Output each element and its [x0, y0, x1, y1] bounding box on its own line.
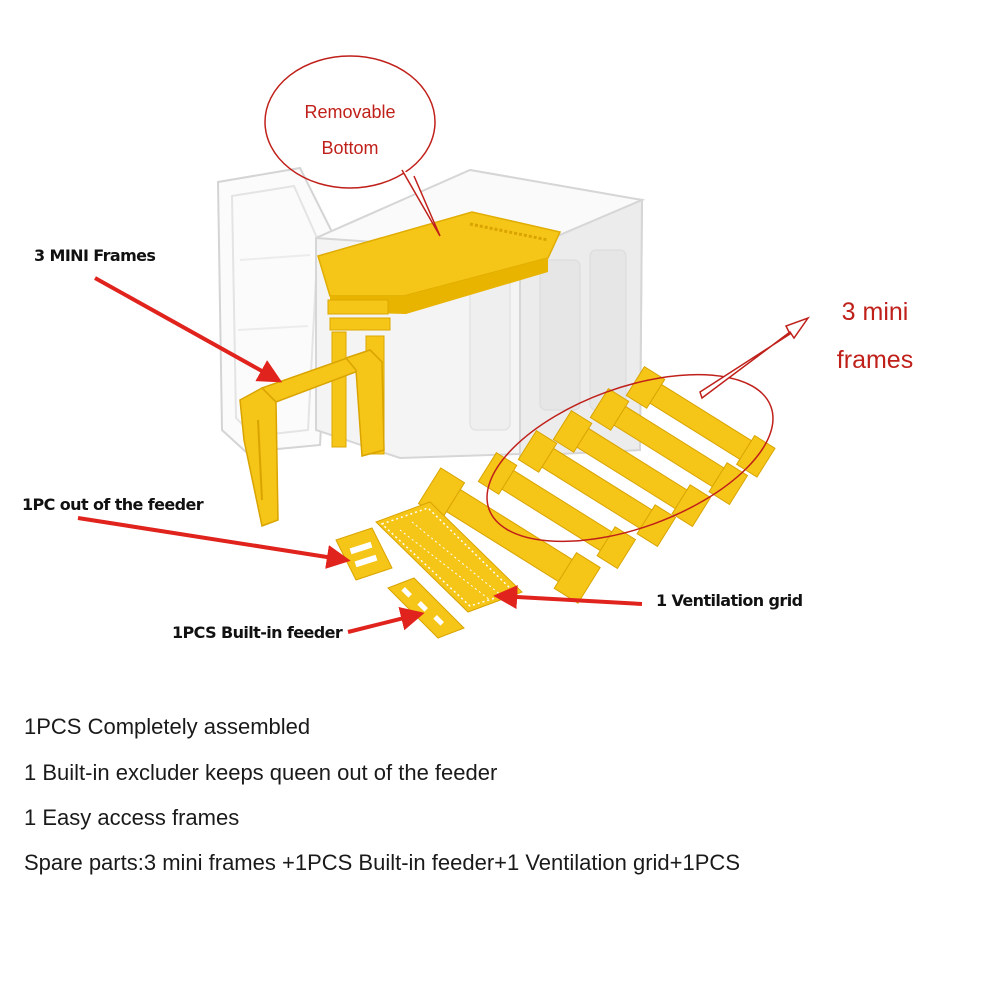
removable-bottom-label: Removable Bottom	[285, 94, 415, 166]
spec-line-spare-parts: Spare parts:3 mini frames +1PCS Built-in…	[24, 850, 740, 875]
spec-line-access-frames: 1 Easy access frames	[24, 805, 240, 830]
mini-frames-right-line1: 3 mini	[841, 298, 909, 326]
arrow-builtin-feeder	[347, 607, 425, 634]
removable-bottom-bubble	[264, 55, 441, 237]
spare-mini-frames	[417, 365, 776, 604]
spec-line-assembled: 1PCS Completely assembled	[24, 714, 311, 739]
ventilation-grid-part	[375, 501, 523, 613]
builtin-feeder-label: 1PCS Built-in feeder	[172, 623, 343, 642]
mini-frames-right-label: 3 mini frames	[820, 288, 930, 384]
out-of-feeder-label: 1PC out of the feeder	[22, 495, 204, 514]
mini-frames-ellipse	[486, 373, 774, 543]
mini-frames-outline-arrow	[699, 316, 810, 400]
hive-box	[216, 166, 646, 460]
removable-bottom-line1: Removable	[304, 102, 396, 122]
ventilation-grid-label: 1 Ventilation grid	[656, 591, 803, 610]
mini-frames-label: 3 MINI Frames	[34, 246, 156, 265]
arrow-out-of-feeder	[77, 516, 351, 569]
mini-frames-right-line2: frames	[836, 346, 914, 374]
out-of-feeder-part	[335, 527, 393, 581]
extracted-frame	[239, 349, 385, 528]
arrow-3-mini-frames	[94, 276, 283, 383]
arrow-ventilation-grid	[493, 585, 643, 610]
spec-line-excluder: 1 Built-in excluder keeps queen out of t…	[24, 760, 498, 785]
removable-bottom-line2: Bottom	[321, 138, 379, 158]
